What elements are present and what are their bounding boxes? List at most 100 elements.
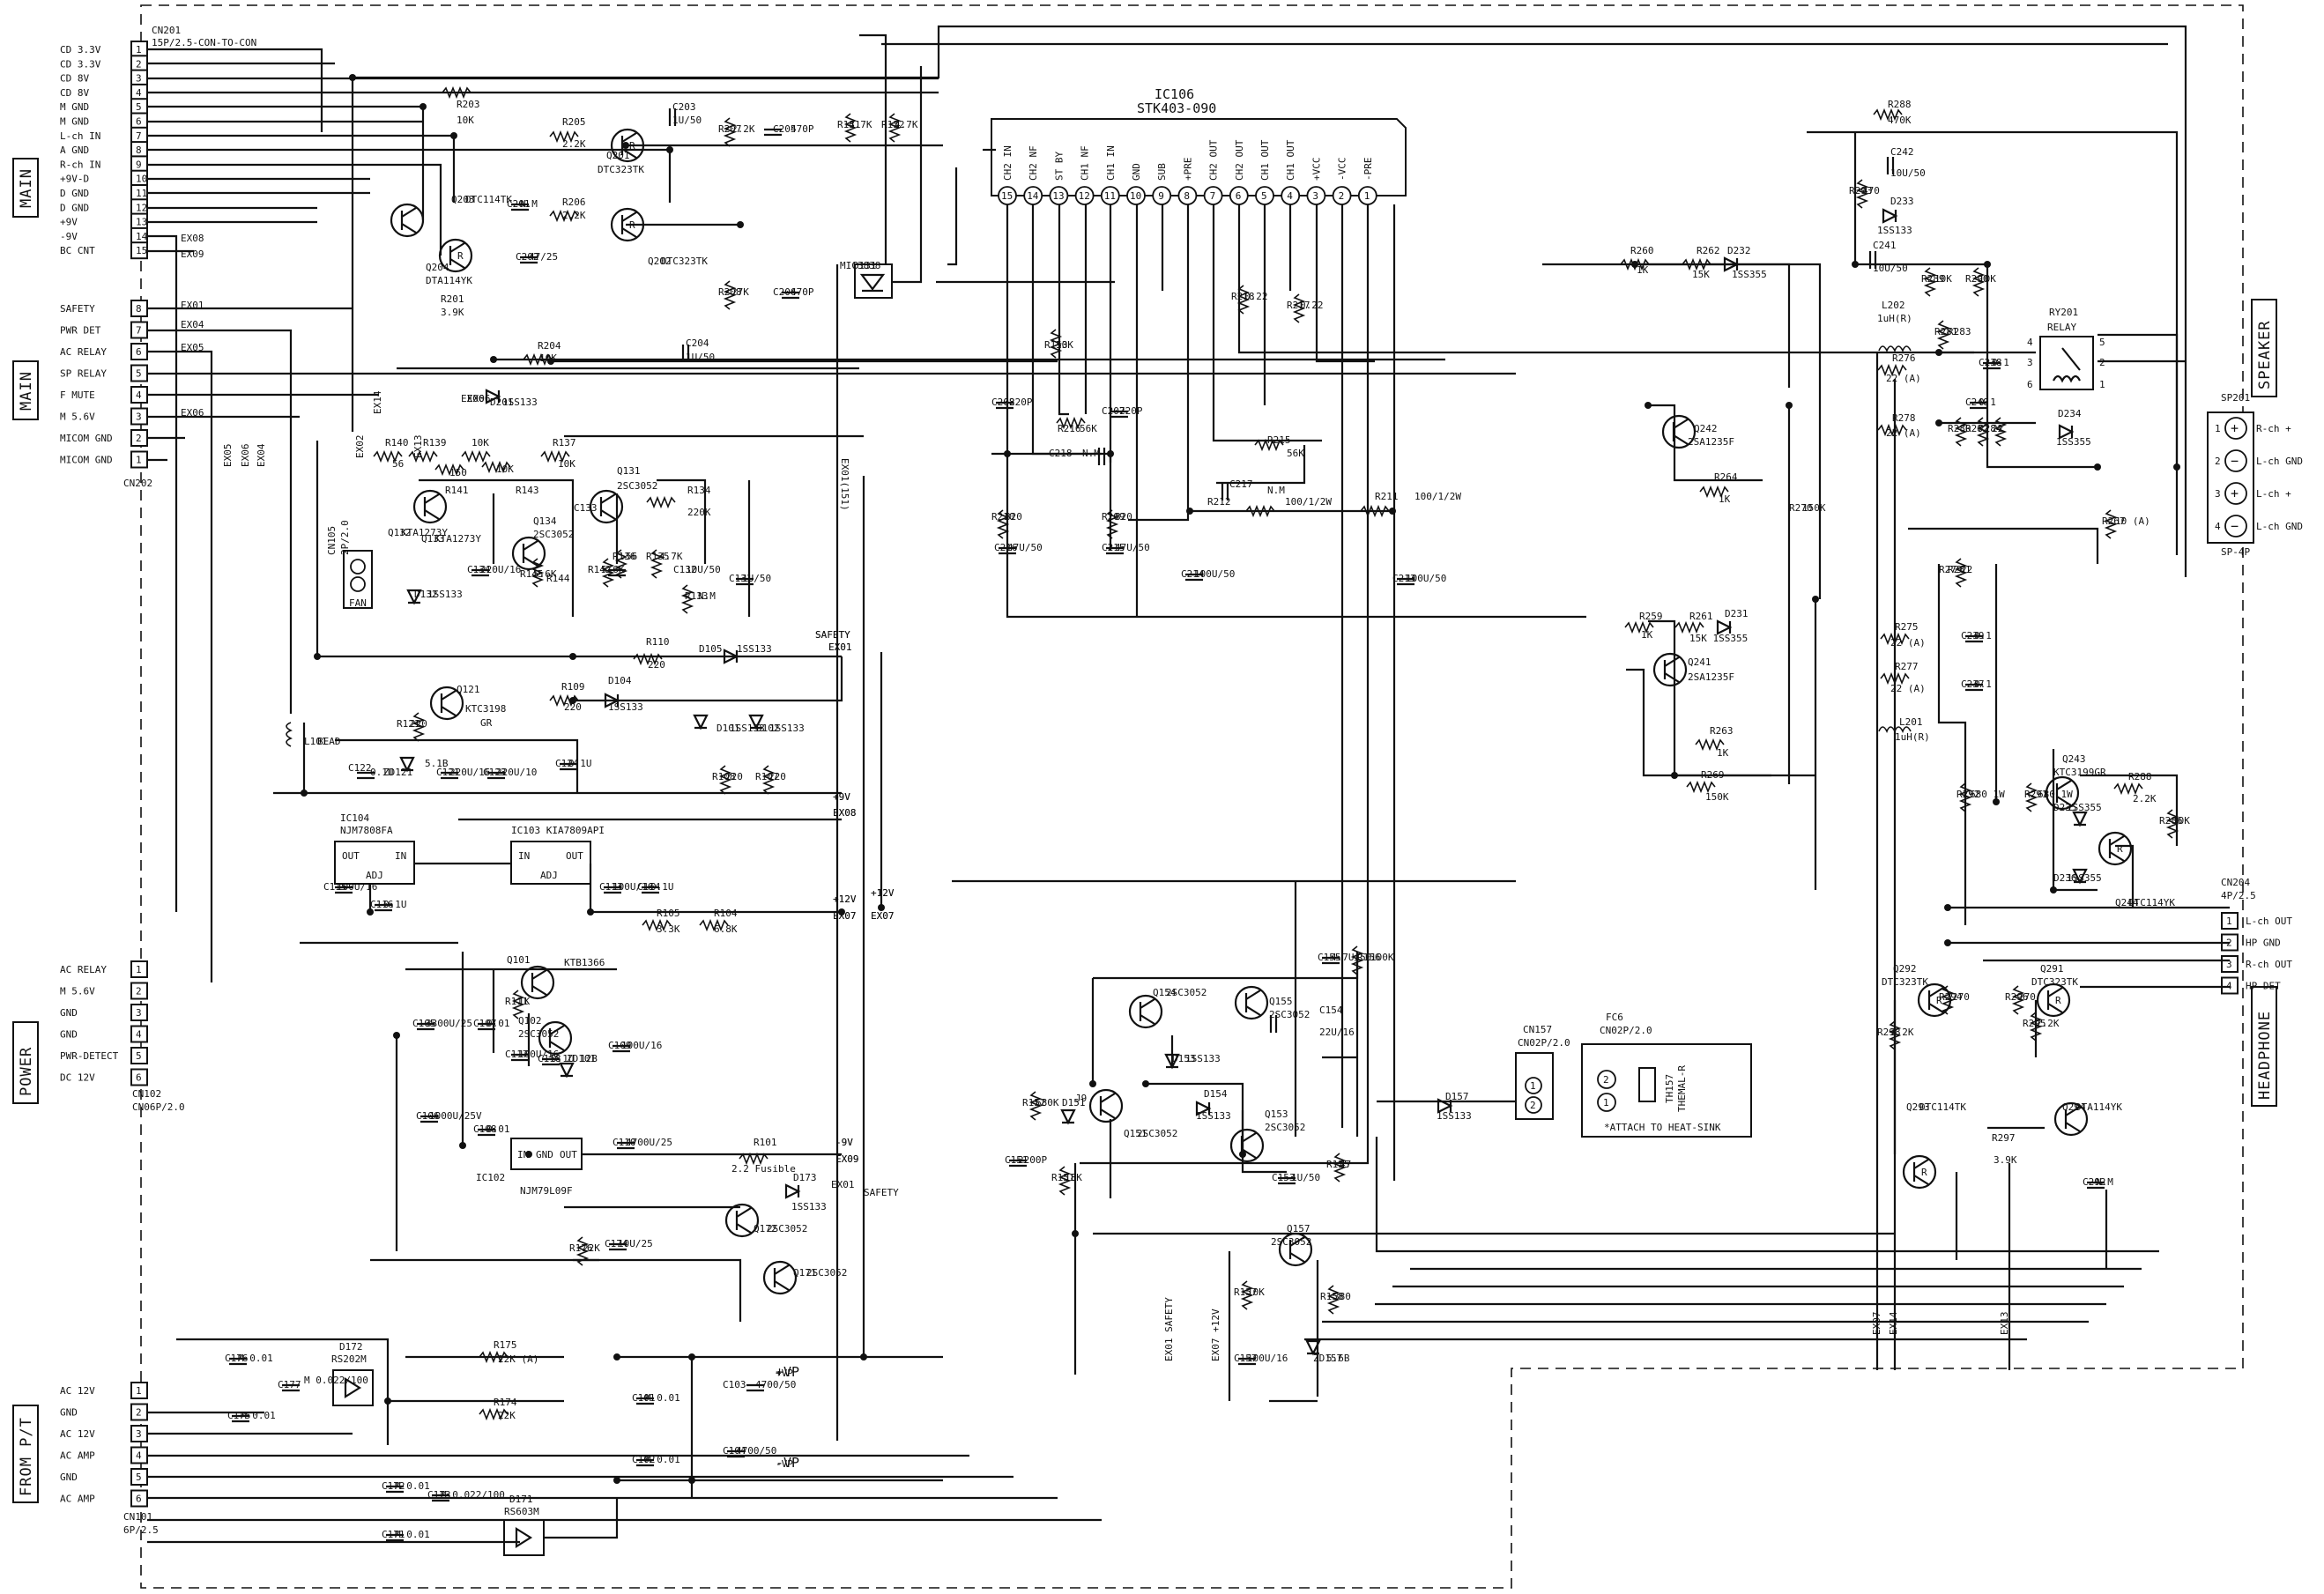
junction-dot xyxy=(1852,261,1859,268)
capacitor xyxy=(1185,573,1203,582)
part-label: 4.7U/50 xyxy=(1331,952,1371,963)
diode xyxy=(1437,1098,1453,1114)
part-label: 4.7K xyxy=(849,119,872,130)
part-label: C108 xyxy=(473,1123,497,1135)
transistor-leads xyxy=(620,132,637,159)
junction-dot xyxy=(860,1353,867,1360)
cn202-pin-label: MICOM GND xyxy=(60,455,113,466)
part-label: C217 xyxy=(1229,478,1253,490)
section-power-label: POWER xyxy=(18,1047,35,1096)
resistor xyxy=(996,509,1010,539)
ic102-type: NJM79L09F xyxy=(520,1185,573,1197)
part-label: R107 xyxy=(755,771,779,782)
cn157-pin-number: 2 xyxy=(1530,1100,1536,1111)
diode xyxy=(1164,1053,1180,1070)
resistor xyxy=(511,990,525,1019)
relay-pin-4: 4 xyxy=(2027,337,2033,348)
junction-dot xyxy=(688,1477,695,1484)
junction-dot xyxy=(1786,402,1793,409)
part-label: 27K xyxy=(731,286,749,298)
part-label: 56 xyxy=(626,551,637,562)
cn102-pin-number: 5 xyxy=(136,1050,142,1062)
junction-dot xyxy=(420,103,427,110)
part-label: D153 xyxy=(1172,1053,1196,1064)
junction-dot xyxy=(569,653,576,660)
capacitor xyxy=(386,1533,404,1542)
ex-label: EX13 xyxy=(1999,1312,2010,1336)
sp201-terminal-number: 3 xyxy=(2215,488,2221,500)
transistor xyxy=(1902,1154,1937,1190)
junction-dot xyxy=(613,1477,620,1484)
rail-plus-vp: +VP xyxy=(776,1364,799,1380)
part-label: 0.1 xyxy=(1979,397,1996,408)
part-label: Q171 xyxy=(793,1267,817,1279)
cn202-pin-number: 8 xyxy=(136,303,142,315)
junction-dot xyxy=(587,908,594,916)
diode xyxy=(748,714,764,730)
digital-transistor-mark: R xyxy=(629,219,635,231)
diode xyxy=(559,1062,575,1079)
cn101-pin-box xyxy=(130,1382,148,1399)
cn202-pin-number: 2 xyxy=(136,433,142,444)
part-label: R211 xyxy=(1375,491,1399,502)
junction-dot xyxy=(1671,772,1678,779)
resistor xyxy=(1056,416,1086,430)
part-label: C109 xyxy=(608,1040,632,1051)
part-label: C102 xyxy=(632,1454,656,1465)
cn105-ref: CN105 xyxy=(326,526,338,555)
part-label: N.M xyxy=(2096,1176,2113,1188)
ic103-regulator: IC103 KIA7809API IN ADJ OUT xyxy=(510,825,605,885)
capacitor xyxy=(1397,577,1414,586)
ic106-pin-label: GND xyxy=(1131,163,1142,181)
part-label: 22K (A) xyxy=(498,1353,538,1365)
cn201-pin-number: 6 xyxy=(136,116,142,128)
part-label: 2.2K xyxy=(562,210,586,221)
part-label: Q202 xyxy=(648,256,672,267)
part-label: 2.2K xyxy=(731,123,755,135)
part-label: R288 xyxy=(1888,99,1912,110)
rail-ex07: EX07 xyxy=(871,910,895,922)
cn201-type: 15P/2.5-CON-TO-CON xyxy=(152,37,256,48)
ex-label: EX14 xyxy=(1888,1311,1899,1335)
part-label: C205 xyxy=(773,123,797,135)
part-label: 1SS355 xyxy=(2067,872,2102,884)
part-label: 2SC3052 xyxy=(518,1028,559,1040)
ic106-pin-number: 3 xyxy=(1312,190,1318,202)
ic106-pin-label: CH1 NF xyxy=(1080,145,1091,181)
ic106-pin-number: 1 xyxy=(1364,190,1370,202)
capacitor xyxy=(487,771,505,780)
junction-dot xyxy=(1389,508,1396,515)
ic104-regulator: IC104 NJM7808FA OUT ADJ IN xyxy=(334,812,415,885)
ic106-pin-label: SUB xyxy=(1156,163,1168,181)
ic103-ref: IC103 KIA7809API xyxy=(511,825,605,836)
part-label: J9 xyxy=(1075,1093,1087,1104)
part-label: 1SS133 xyxy=(730,723,765,734)
resistor xyxy=(761,765,776,795)
part-label: R298 xyxy=(1877,1027,1901,1038)
sp201-terminal-label: L-ch GND xyxy=(2256,456,2303,467)
rail-ex07-12v: EX07 +12V xyxy=(1210,1309,1221,1361)
resistor xyxy=(1326,1285,1340,1315)
part-label: C292 xyxy=(2083,1176,2106,1188)
capacitor xyxy=(1868,251,1877,269)
resistor xyxy=(1958,782,1972,812)
ic106-type: STK403-090 xyxy=(1137,100,1216,116)
part-label: R283 xyxy=(1948,326,1971,337)
transistor-leads xyxy=(1912,1159,1929,1185)
part-label: 150K xyxy=(1802,502,1826,514)
part-label: 1K xyxy=(1637,264,1649,276)
capacitor xyxy=(1110,410,1128,419)
junction-dot xyxy=(450,132,457,139)
sp201-terminal-sign: + xyxy=(2231,420,2239,436)
wire xyxy=(316,441,573,658)
cn101-pin-number: 3 xyxy=(136,1428,142,1440)
wire xyxy=(147,48,323,132)
cn201-pin-number: 8 xyxy=(136,145,142,156)
cn201-pin-number: 10 xyxy=(136,174,147,185)
part-label: C206 xyxy=(773,286,797,298)
part-label: KTA1273Y xyxy=(401,527,448,538)
part-label: C155 xyxy=(1318,952,1341,963)
cn101-pin-number: 2 xyxy=(136,1407,142,1419)
part-label: 4700U/25 xyxy=(626,1137,672,1148)
part-label: 1uH(R) xyxy=(1877,313,1912,324)
